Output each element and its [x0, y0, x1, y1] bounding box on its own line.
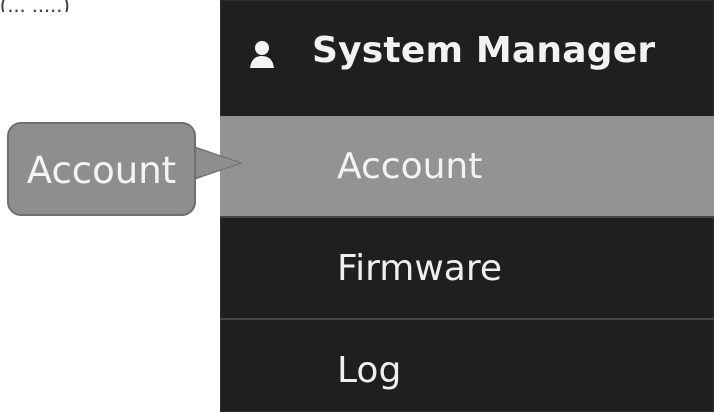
account-callout: Account: [7, 122, 196, 216]
menu-separator: [220, 216, 714, 218]
menu-separator: [220, 318, 714, 320]
system-manager-title: System Manager: [312, 30, 656, 71]
menu-item-firmware[interactable]: Firmware: [337, 247, 502, 289]
system-manager-header: System Manager: [220, 0, 714, 116]
menu-item-account[interactable]: Account: [220, 116, 714, 216]
menu-item-log[interactable]: Log: [337, 349, 402, 391]
user-icon: [250, 41, 274, 68]
top-text-fragment: (... ,....): [0, 0, 140, 12]
system-manager-panel: System Manager Account Firmware Log: [220, 0, 714, 412]
